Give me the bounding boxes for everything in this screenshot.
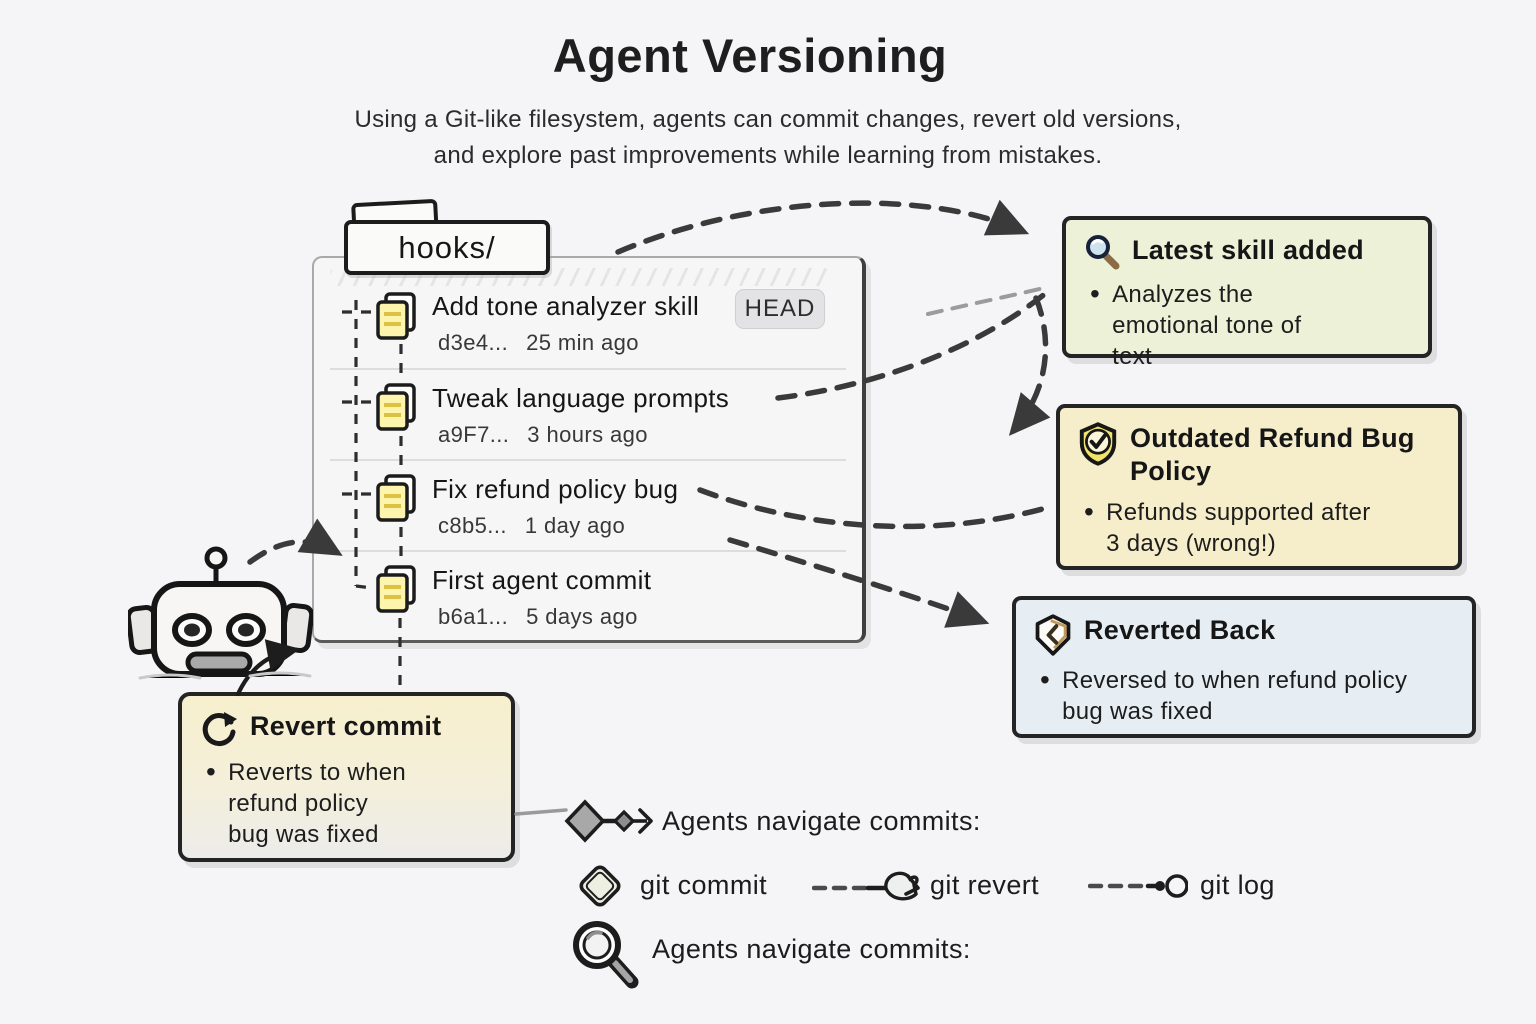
- subtitle-line-1: Using a Git-like filesystem, agents can …: [354, 106, 1182, 133]
- latest-skill-title: Latest skill added: [1132, 235, 1364, 265]
- folder-label: hooks/: [398, 229, 496, 265]
- commit-tree-lines: [342, 300, 403, 690]
- commit-title: Add tone analyzer skill: [432, 291, 700, 321]
- navigate-commits-icon: [564, 799, 653, 843]
- row-separator: [330, 368, 846, 370]
- diamond-icon: [579, 865, 621, 907]
- git-commit-label: git commit: [640, 870, 768, 900]
- revert-arrow-icon: [202, 712, 237, 747]
- revert-pennant-icon: [812, 871, 920, 901]
- git-revert-label: git revert: [930, 870, 1040, 900]
- commit-files-icon: [376, 383, 416, 431]
- arrow-robot-to-panel: [247, 518, 343, 565]
- revert-box-stub-line: [514, 808, 568, 816]
- commit-files-icon: [376, 292, 416, 340]
- arrow-head-row-faint: [926, 285, 1050, 316]
- head-badge: HEAD: [735, 289, 825, 329]
- commit-hash: d3e4...: [438, 330, 509, 355]
- outdated-policy-title: Outdated Refund Bug Policy: [1130, 423, 1415, 486]
- commit-time: 1 day ago: [524, 513, 626, 538]
- log-circle-icon: [1088, 874, 1188, 898]
- reverted-back-title: Reverted Back: [1084, 615, 1276, 645]
- navigate-commits-label: Agents navigate commits:: [662, 806, 981, 836]
- magnifier-icon: [1086, 235, 1120, 270]
- magnifier-icon-large: [573, 921, 639, 989]
- arrow-to-reverted-back: [727, 537, 990, 628]
- robot-icon: [128, 546, 313, 677]
- navigate-commits-label-2: Agents navigate commits:: [652, 934, 971, 964]
- arrow-head-commit-to-latest-skill: [615, 199, 1030, 255]
- subtitle-line-2: and explore past improvements while lear…: [433, 142, 1103, 169]
- commit-hash: a9F7...: [438, 422, 510, 447]
- commit-hash: c8b5...: [438, 513, 507, 538]
- latest-skill-box: Latest skill added Analyzes the emotiona…: [1062, 216, 1432, 370]
- reverted-back-box: Reverted Back Reversed to when refund po…: [1012, 596, 1476, 738]
- commit-title: First agent commit: [432, 565, 652, 595]
- robot-ground-shading: [138, 671, 312, 680]
- commit-meta: a9F7... 3 hours ago: [438, 422, 648, 448]
- commit-title: Fix refund policy bug: [432, 474, 679, 504]
- commit-meta: b6a1... 5 days ago: [438, 604, 638, 630]
- commit-meta: d3e4... 25 min ago: [438, 330, 639, 356]
- folder-tab: hooks/: [344, 220, 550, 275]
- arrow-down-to-outdated-policy: [1008, 295, 1051, 436]
- shield-back-icon: [1035, 614, 1071, 656]
- commit-time: 5 days ago: [526, 604, 638, 629]
- arrow-revert-to-panel: [235, 639, 301, 697]
- commit-hash: b6a1...: [438, 604, 509, 629]
- revert-box-title: Revert commit: [250, 711, 442, 741]
- arrow-prompts-to-latest-skill: [775, 290, 1049, 401]
- commit-meta: c8b5... 1 day ago: [438, 513, 625, 539]
- arrow-fixbug-to-outdated-policy: [697, 487, 1049, 530]
- row-separator: [330, 459, 846, 461]
- shield-check-icon: [1079, 422, 1117, 466]
- latest-skill-bullet: Analyzes the emotional tone of text: [1090, 279, 1345, 372]
- commit-title: Tweak language prompts: [432, 383, 730, 413]
- page-title: Agent Versioning: [552, 29, 948, 82]
- reverted-back-bullet: Reversed to when refund policy bug was f…: [1040, 665, 1420, 727]
- revert-commit-box: Revert commit Reverts to when refund pol…: [178, 692, 515, 862]
- git-log-label: git log: [1200, 870, 1275, 900]
- commit-time: 25 min ago: [526, 330, 639, 355]
- commit-files-icon: [376, 565, 416, 613]
- commit-files-icon: [376, 474, 416, 522]
- row-separator: [330, 550, 846, 552]
- revert-box-bullet: Reverts to when refund policy bug was fi…: [206, 757, 411, 850]
- page-subtitle: Using a Git-like filesystem, agents can …: [0, 102, 1536, 174]
- outdated-policy-box: Outdated Refund Bug Policy Refunds suppo…: [1056, 404, 1462, 570]
- outdated-policy-bullet: Refunds supported after 3 days (wrong!): [1084, 497, 1379, 559]
- commit-time: 3 hours ago: [527, 422, 648, 447]
